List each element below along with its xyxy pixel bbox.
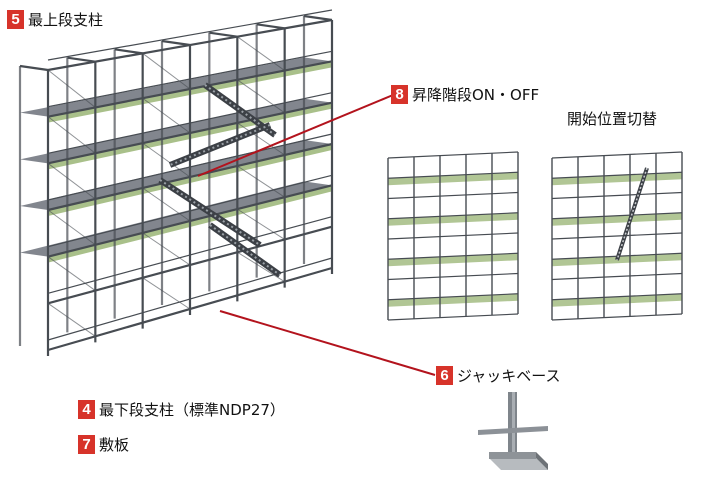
tie-bar xyxy=(114,48,143,55)
thumb-deck xyxy=(552,172,682,186)
brace xyxy=(142,277,191,310)
thumb-ledger xyxy=(387,252,519,260)
scaffold-thumbnail-no-stair xyxy=(387,151,519,321)
deck xyxy=(20,57,332,117)
handrail xyxy=(47,257,333,341)
badge-8: 8 xyxy=(391,85,408,104)
thumb-ledger xyxy=(551,212,683,220)
handrail xyxy=(47,133,333,201)
tie-bar xyxy=(67,56,96,63)
stair-treads xyxy=(209,224,281,276)
leader-line-jack xyxy=(219,310,436,376)
thumb-deck xyxy=(388,172,518,186)
thumb-ledger xyxy=(551,293,683,301)
thumb-ledger xyxy=(387,191,519,200)
tie-bar xyxy=(19,64,49,72)
brace xyxy=(47,209,96,246)
brace xyxy=(142,52,191,90)
brace xyxy=(142,232,191,266)
brace xyxy=(237,79,285,114)
thumb-ledger xyxy=(387,212,519,220)
badge-6: 6 xyxy=(436,366,453,385)
label-base-plate: 敷板 xyxy=(99,436,130,454)
tie-bar xyxy=(209,31,238,38)
thumb-ledger xyxy=(551,272,683,281)
brace xyxy=(142,97,191,134)
brace xyxy=(237,208,285,240)
main-scaffold xyxy=(18,9,334,356)
thumb-ledger xyxy=(387,272,519,281)
thumb-ledger xyxy=(551,313,683,321)
handrail xyxy=(47,216,333,294)
brace xyxy=(47,256,96,291)
callout-jack-base: 6 ジャッキベース xyxy=(436,365,561,386)
jack-base-illustration xyxy=(478,392,548,470)
deck xyxy=(20,181,332,257)
thumb-ledger xyxy=(551,191,683,200)
badge-5: 5 xyxy=(7,10,24,29)
scaffold-thumbnail-with-stair xyxy=(551,151,683,321)
ledger xyxy=(47,18,333,72)
thumb-stair-treads xyxy=(616,167,648,261)
stair-flight xyxy=(158,177,262,248)
thumb-deck xyxy=(552,212,682,226)
thumb-deck xyxy=(388,212,518,226)
brace xyxy=(47,116,96,154)
label-top-post: 最上段支柱 xyxy=(28,11,104,29)
handrail xyxy=(47,9,333,61)
thumb-ledger xyxy=(551,232,683,240)
handrail xyxy=(47,174,333,248)
tie-bar xyxy=(303,14,333,22)
badge-7: 7 xyxy=(78,435,95,454)
brace xyxy=(47,162,96,200)
callout-base-plate: 7 敷板 xyxy=(78,434,129,455)
brace xyxy=(237,36,285,71)
handrail xyxy=(47,92,333,154)
thumb-ledger xyxy=(551,151,683,159)
thumb-ledger xyxy=(387,151,519,159)
brace xyxy=(237,122,285,156)
thumb-deck xyxy=(552,293,682,307)
tie-bar xyxy=(161,39,191,47)
label-jack-base: ジャッキベース xyxy=(457,367,561,385)
brace xyxy=(47,302,96,337)
label-bottom-post: 最下段支柱（標準NDP27） xyxy=(99,401,285,419)
label-stair-start: 開始位置切替 xyxy=(567,110,658,128)
brace xyxy=(47,69,96,108)
handrail xyxy=(47,50,333,108)
deck xyxy=(20,98,332,164)
stair-flight xyxy=(168,122,272,168)
thumb-ledger xyxy=(387,171,519,179)
thumb-deck xyxy=(388,293,518,307)
callout-stair: 8 昇降階段ON・OFF xyxy=(391,84,539,105)
callout-top-post: 5 最上段支柱 xyxy=(7,9,103,30)
deck xyxy=(20,140,332,210)
brace xyxy=(237,251,285,283)
thumb-ledger xyxy=(387,293,519,301)
thumb-ledger xyxy=(387,232,519,240)
tie-bar xyxy=(256,23,285,30)
brace xyxy=(237,165,285,198)
thumb-deck xyxy=(388,253,518,267)
thumb-ledger xyxy=(551,171,683,179)
badge-4: 4 xyxy=(78,400,95,419)
label-stair: 昇降階段ON・OFF xyxy=(412,86,540,104)
leader-line-stair xyxy=(197,94,394,177)
callout-bottom-post: 4 最下段支柱（標準NDP27） xyxy=(78,399,285,420)
brace xyxy=(142,142,191,178)
brace xyxy=(142,187,191,222)
thumb-ledger xyxy=(387,313,519,321)
